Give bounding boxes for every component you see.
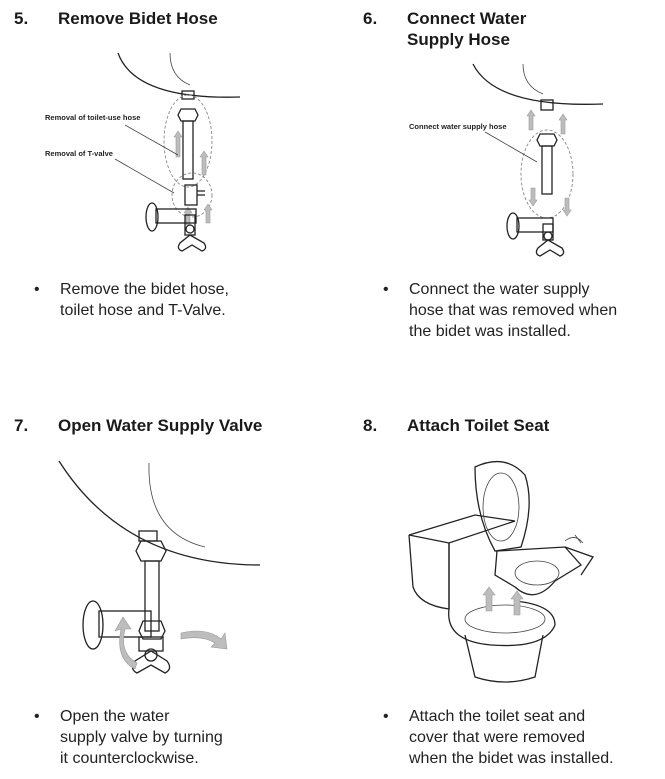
connect-supply-hose-illustration: Connect water supply hose [409, 63, 604, 257]
attach-seat-illustration [408, 460, 595, 683]
step-8-heading: 8. Attach Toilet Seat [363, 415, 665, 436]
instruction-text: Remove the bidet hose, toilet hose and T… [60, 281, 229, 319]
callout-hose: Removal of toilet-use hose [45, 113, 140, 122]
instruction-text: Attach the toilet seat and cover that we… [409, 708, 614, 767]
callout-tvalve: Removal of T-valve [45, 149, 113, 158]
step-7-heading: 7. Open Water Supply Valve [14, 415, 334, 436]
callout-supply-hose: Connect water supply hose [409, 122, 507, 131]
step-6: 6. Connect Water Supply Hose [363, 8, 665, 50]
bullet-dot: • [383, 281, 389, 298]
step-number: 5. [14, 9, 29, 28]
step-number: 7. [14, 416, 29, 435]
bullet-dot: • [383, 708, 389, 725]
step-title: Attach Toilet Seat [407, 416, 550, 435]
step-7-instruction: • Open the water supply valve by turning… [32, 706, 223, 769]
step-title: Remove Bidet Hose [58, 9, 218, 28]
bullet-dot: • [34, 708, 40, 725]
instruction-text: Connect the water supply hose that was r… [409, 281, 618, 340]
instruction-text: Open the water supply valve by turning i… [60, 708, 223, 767]
step-6-heading: 6. Connect Water Supply Hose [363, 8, 665, 50]
step-8-instruction: • Attach the toilet seat and cover that … [381, 706, 614, 769]
step-8: 8. Attach Toilet Seat [363, 415, 665, 436]
step-title: Connect Water Supply Hose [407, 9, 527, 49]
step-number: 6. [363, 9, 378, 28]
open-valve-illustration [58, 460, 261, 674]
step-5-heading: 5. Remove Bidet Hose [14, 8, 334, 29]
step-5: 5. Remove Bidet Hose [14, 8, 334, 29]
bullet-dot: • [34, 281, 40, 298]
step-number: 8. [363, 416, 378, 435]
step-title: Open Water Supply Valve [58, 416, 263, 435]
step-7: 7. Open Water Supply Valve [14, 415, 334, 436]
remove-bidet-hose-illustration: Removal of toilet-use hose Removal of T-… [45, 52, 241, 252]
step-6-instruction: • Connect the water supply hose that was… [381, 279, 617, 342]
step-5-instruction: • Remove the bidet hose, toilet hose and… [32, 279, 229, 321]
